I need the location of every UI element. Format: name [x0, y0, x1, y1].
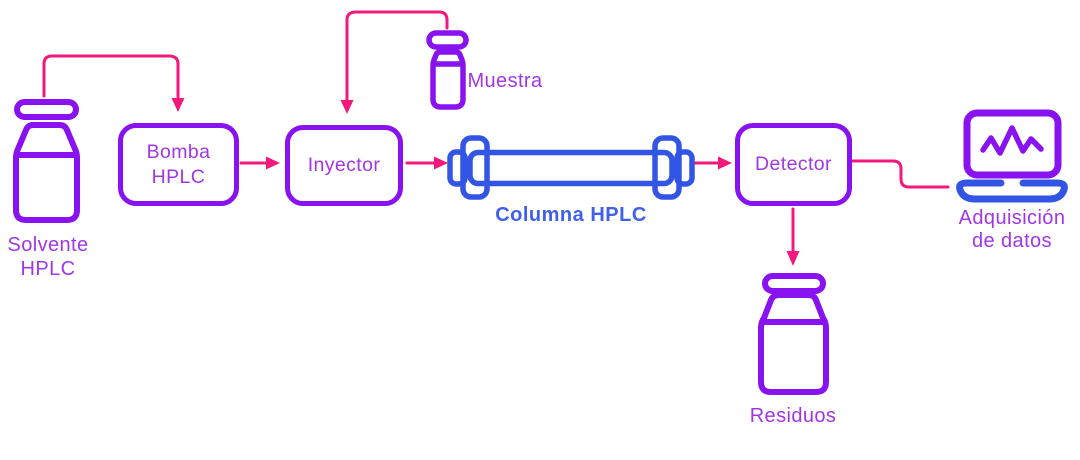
detector-box: Detector: [735, 123, 852, 206]
connector-pump-to-injector: [239, 156, 280, 170]
injector-box: Inyector: [285, 125, 403, 206]
column-tube: [467, 149, 675, 187]
laptop-screen: [963, 109, 1062, 179]
arrow-head: [266, 156, 280, 170]
vial-body: [430, 49, 466, 110]
pump-label: Bomba HPLC: [146, 140, 211, 188]
connector-sample-to-injector: [340, 10, 449, 114]
connector-line: [851, 159, 950, 189]
connector-detector-to-acquisition: [851, 159, 950, 189]
arrow-head: [718, 156, 732, 170]
hplc-column-icon: [447, 135, 695, 200]
bottle-body: [13, 122, 80, 223]
bottle-body: [758, 292, 829, 395]
pump-box: Bomba HPLC: [118, 123, 239, 206]
arrow-head: [786, 251, 800, 266]
arrow-head: [434, 156, 448, 170]
waste-bottle-icon: [758, 273, 829, 395]
column-label: Columna HPLC: [495, 204, 647, 226]
laptop-base: [956, 179, 1068, 203]
sample-label: Muestra: [467, 70, 543, 92]
sample-vial-icon: [426, 30, 469, 110]
connector-injector-to-column: [405, 156, 448, 170]
connector-detector-to-waste: [786, 207, 800, 266]
connector-column-to-detector: [693, 156, 732, 170]
arrow-line: [42, 54, 180, 100]
waste-label: Residuos: [749, 405, 837, 427]
column-nut-left: [460, 135, 490, 200]
laptop-icon: [956, 109, 1068, 203]
column-nut-right: [652, 135, 682, 200]
connector-solvent-to-pump: [42, 54, 185, 112]
arrow-head: [340, 100, 354, 114]
solvent-label: Solvente HPLC: [7, 234, 89, 280]
acquisition-label: Adquisición de datos: [958, 207, 1066, 252]
detector-label: Detector: [755, 153, 832, 175]
signal-wave-icon: [980, 125, 1044, 156]
vial-cap: [426, 30, 469, 50]
bottle-cap: [14, 99, 79, 120]
injector-label: Inyector: [307, 154, 381, 176]
arrow-head: [171, 98, 185, 112]
solvent-bottle-icon: [13, 99, 80, 223]
bottle-cap: [762, 273, 826, 294]
arrow-line: [345, 10, 449, 102]
